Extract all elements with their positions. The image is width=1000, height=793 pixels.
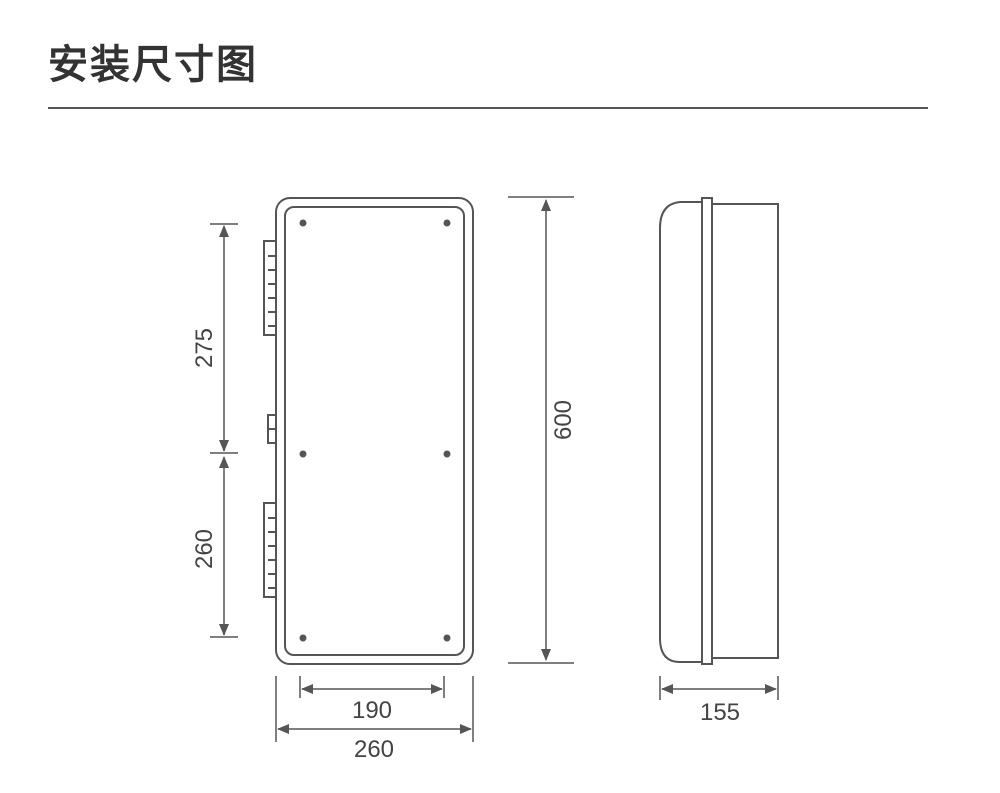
- screw-icon: [443, 634, 451, 642]
- screw-icon: [443, 219, 451, 227]
- title-divider: [48, 107, 928, 109]
- front-outer-body: [275, 197, 474, 665]
- dim-label-600: 600: [550, 400, 577, 440]
- upper-hinge: [263, 240, 277, 336]
- side-latch: [267, 414, 277, 444]
- page-title: 安装尺寸图: [48, 42, 258, 88]
- side-cover-profile: [659, 201, 702, 663]
- dimension-lines: [219, 199, 777, 734]
- screw-icon: [443, 450, 451, 458]
- side-back-body: [711, 203, 779, 659]
- dim-label-260-horizontal: 260: [354, 736, 394, 763]
- screw-icon: [299, 450, 307, 458]
- dim-label-275: 275: [191, 328, 218, 368]
- dim-label-155: 155: [700, 699, 740, 726]
- screw-icon: [299, 219, 307, 227]
- lower-hinge: [263, 502, 277, 598]
- front-inner-panel: [284, 206, 465, 656]
- extension-lines: [210, 196, 779, 742]
- side-view: [659, 197, 779, 665]
- side-flange: [701, 197, 713, 665]
- mounting-screws: [299, 219, 451, 642]
- dim-label-260-vertical: 260: [191, 529, 218, 569]
- dim-label-190: 190: [352, 697, 392, 724]
- front-view: [263, 197, 474, 665]
- screw-icon: [299, 634, 307, 642]
